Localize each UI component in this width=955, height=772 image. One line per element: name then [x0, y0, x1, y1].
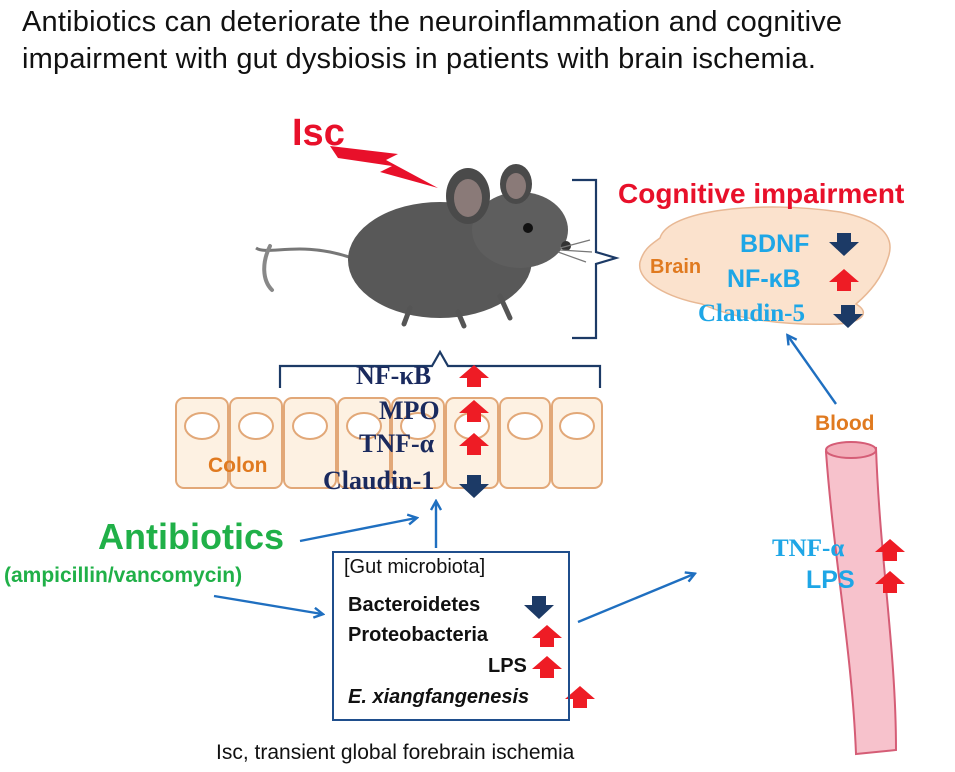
headline: Antibiotics can deteriorate the neuroinf… — [22, 4, 942, 78]
colon-nfkb-up-arrow-icon — [459, 365, 489, 387]
colon-marker-mpo: MPO — [379, 396, 440, 425]
lightning-bolt-icon — [330, 146, 438, 188]
colon-claudin1-down-arrow-icon — [459, 475, 489, 498]
colon-tnfa-up-arrow-icon — [459, 433, 489, 455]
gut-item-proteobacteria: Proteobacteria — [348, 624, 489, 646]
blood-lps-up-arrow-icon — [875, 571, 905, 593]
colon-marker-nfkb: NF-κB — [356, 361, 432, 390]
colon-marker-tnfa: TNF-α — [359, 429, 435, 458]
arrow-gut-to-blood — [577, 574, 694, 624]
headline-line-1: Antibiotics can deteriorate the neuroinf… — [22, 6, 843, 38]
arrow-antibiotics-to-colon — [299, 518, 416, 543]
blood-marker-lps: LPS — [806, 566, 855, 594]
colon-cells — [175, 397, 603, 489]
brain-marker-bdnf: BDNF — [740, 230, 810, 258]
headline-line-2: impairment with gut dysbiosis in patient… — [22, 43, 817, 75]
arrow-blood-to-brain — [788, 336, 837, 405]
brain-shape — [639, 206, 891, 326]
colon-mpo-up-arrow-icon — [459, 400, 489, 422]
gut-lps-up-arrow-icon — [532, 656, 562, 678]
colon-marker-claudin1: Claudin-1 — [323, 466, 435, 495]
blood-vessel — [824, 441, 898, 756]
isc-label: Isc — [292, 112, 345, 154]
gut-item-lps: LPS — [488, 655, 527, 677]
gut-microbiota-title: [Gut microbiota] — [344, 556, 486, 578]
mouse-icon — [255, 164, 593, 329]
blood-marker-tnfa: TNF-α — [772, 535, 845, 562]
blood-tnfa-up-arrow-icon — [875, 539, 905, 561]
antibiotics-drugs: (ampicillin/vancomycin) — [4, 564, 243, 587]
brain-nfkb-up-arrow-icon — [829, 269, 859, 291]
gut-item-bacteroidetes: Bacteroidetes — [348, 594, 481, 616]
gut-exiangfangenesis-up-arrow-icon — [565, 686, 595, 708]
antibiotics-label: Antibiotics — [98, 516, 284, 557]
colon-bracket — [278, 349, 602, 388]
gut-proteobacteria-up-arrow-icon — [532, 625, 562, 647]
brain-marker-claudin5: Claudin-5 — [698, 300, 805, 327]
brain-claudin5-down-arrow-icon — [833, 305, 863, 328]
gut-item-exiangfangenesis: E. xiangfangenesis — [348, 686, 530, 708]
brain-marker-nfkb: NF-κB — [727, 265, 801, 293]
mouse-bracket — [572, 178, 620, 340]
arrow-antibiotics-to-gut — [213, 594, 322, 614]
footnote: Isc, transient global forebrain ischemia — [216, 741, 575, 764]
gut-bacteroidetes-down-arrow-icon — [524, 596, 554, 619]
cognitive-impairment-label: Cognitive impairment — [618, 178, 905, 209]
brain-bdnf-down-arrow-icon — [829, 233, 859, 256]
gut-microbiota-box — [332, 551, 570, 721]
blood-label: Blood — [815, 412, 875, 435]
brain-label: Brain — [650, 256, 702, 278]
colon-label: Colon — [208, 454, 268, 477]
